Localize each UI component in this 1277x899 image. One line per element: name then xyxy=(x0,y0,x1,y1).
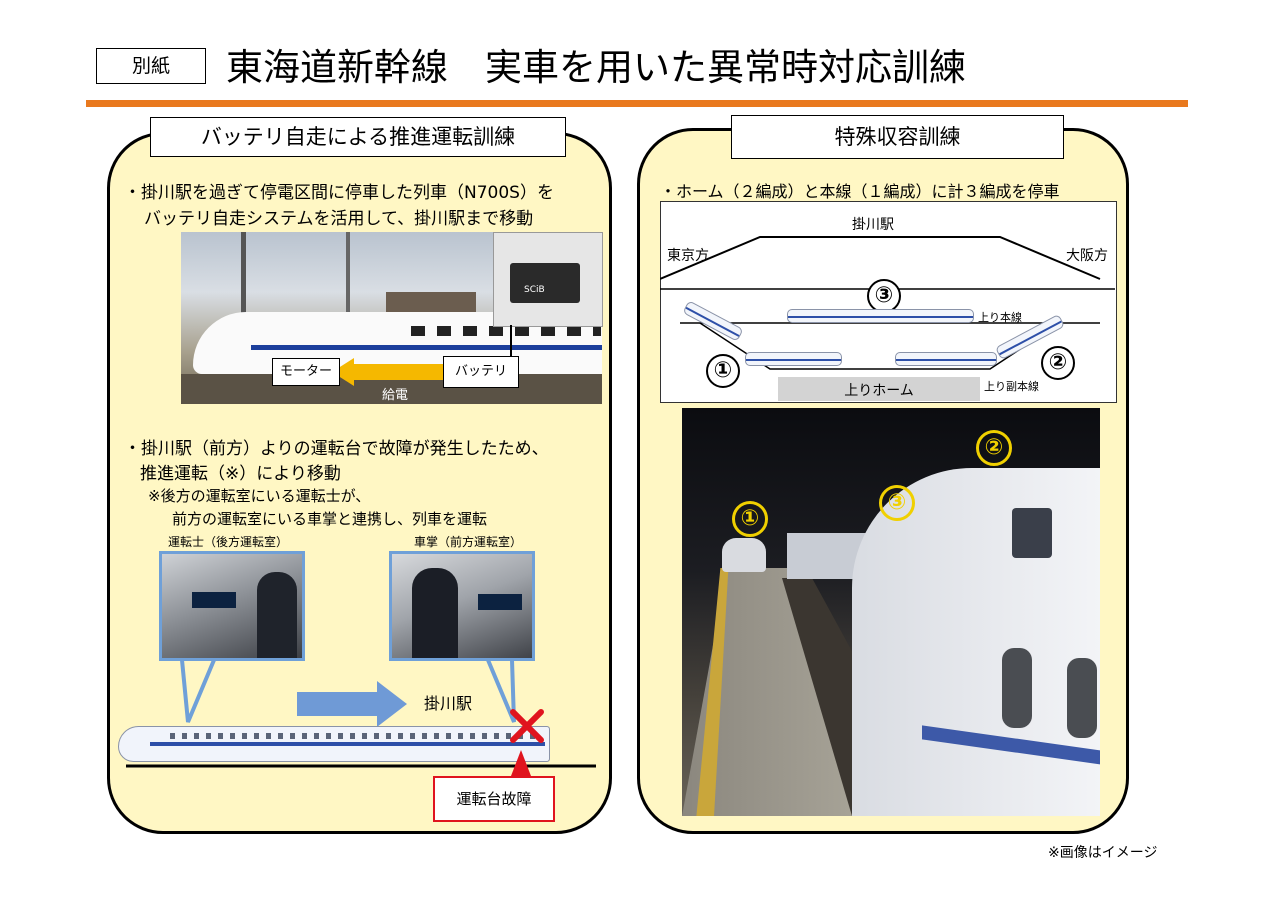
title-underline xyxy=(86,100,1188,107)
conductor-figure xyxy=(412,568,458,658)
photo-number-3: ③ xyxy=(879,485,915,521)
train-number-3: ③ xyxy=(867,279,901,313)
document-tag: 別紙 xyxy=(96,48,206,84)
footer-note: ※画像はイメージ xyxy=(1048,845,1158,861)
conductor-cab-photo xyxy=(389,551,535,661)
movement-arrow-head xyxy=(377,681,407,727)
note-line1: ※後方の運転室にいる運転士が、 xyxy=(148,487,371,505)
failure-x-icon xyxy=(510,709,544,743)
main-line-label: 上り本線 xyxy=(978,311,1022,324)
battery-label-leader xyxy=(510,325,512,357)
left-bullet1-line2: バッテリ自走システムを活用して、掛川駅まで移動 xyxy=(144,209,534,229)
train-long-stripe xyxy=(150,742,545,746)
train-1-diagram xyxy=(745,352,842,366)
right-heading: 特殊収容訓練 xyxy=(731,115,1064,159)
left-heading: バッテリ自走による推進運転訓練 xyxy=(150,117,566,157)
note-line2: 前方の運転室にいる車掌と連携し、列車を運転 xyxy=(172,510,488,528)
driver-cab-photo xyxy=(159,551,305,661)
train-2-window xyxy=(1012,508,1052,558)
train-3-diagram xyxy=(787,309,974,323)
train-2-diagram xyxy=(895,352,997,366)
cab-monitor xyxy=(192,592,236,608)
driver-label: 運転士（後方運転室） xyxy=(168,535,289,549)
power-feed-arrow xyxy=(352,364,450,380)
battery-inset-photo: SCiB xyxy=(493,232,603,327)
train-2-photo xyxy=(852,468,1100,816)
train-long-windows xyxy=(170,733,540,739)
cab-monitor xyxy=(478,594,522,610)
sub-line-label: 上り副本線 xyxy=(984,380,1039,393)
photo-number-1: ① xyxy=(732,501,768,537)
photo-number-2: ② xyxy=(976,430,1012,466)
left-bullet1-line1: ・掛川駅を過ぎて停電区間に停車した列車（N700S）を xyxy=(124,183,554,203)
battery-brand: SCiB xyxy=(524,285,545,295)
train-2-window xyxy=(1067,658,1097,738)
page-title: 東海道新幹線 実車を用いた異常時対応訓練 xyxy=(226,46,966,89)
train-windows xyxy=(411,326,601,336)
left-bullet2-line1: ・掛川駅（前方）よりの運転台で故障が発生したため、 xyxy=(124,439,549,459)
failure-label: 運転台故障 xyxy=(433,776,555,822)
diagram-tokyo-label: 東京方 xyxy=(667,248,709,264)
power-feed-label: 給電 xyxy=(382,388,409,403)
platform-label: 上りホーム xyxy=(778,377,980,401)
motor-label: モーター xyxy=(272,358,340,386)
failure-callout-tail xyxy=(511,750,531,776)
right-bullet: ・ホーム（２編成）と本線（１編成）に計３編成を停車 xyxy=(660,182,1060,201)
train-number-1: ① xyxy=(706,354,740,388)
battery-label: バッテリ xyxy=(443,356,519,388)
conductor-label: 車掌（前方運転室） xyxy=(414,535,523,549)
train-2-window xyxy=(1002,648,1032,728)
diagram-osaka-label: 大阪方 xyxy=(1066,248,1108,264)
driver-figure xyxy=(257,572,297,658)
train-stripe xyxy=(251,345,602,350)
movement-arrow xyxy=(297,692,377,716)
diagram-station-label: 掛川駅 xyxy=(852,217,894,233)
train-1-photo xyxy=(722,538,766,572)
train-number-2: ② xyxy=(1041,346,1075,380)
battery-unit-icon xyxy=(510,263,580,303)
station-night-photo xyxy=(682,408,1100,816)
kakegawa-station-label: 掛川駅 xyxy=(424,694,473,713)
left-bullet2-line2: 推進運転（※）により移動 xyxy=(140,464,341,484)
